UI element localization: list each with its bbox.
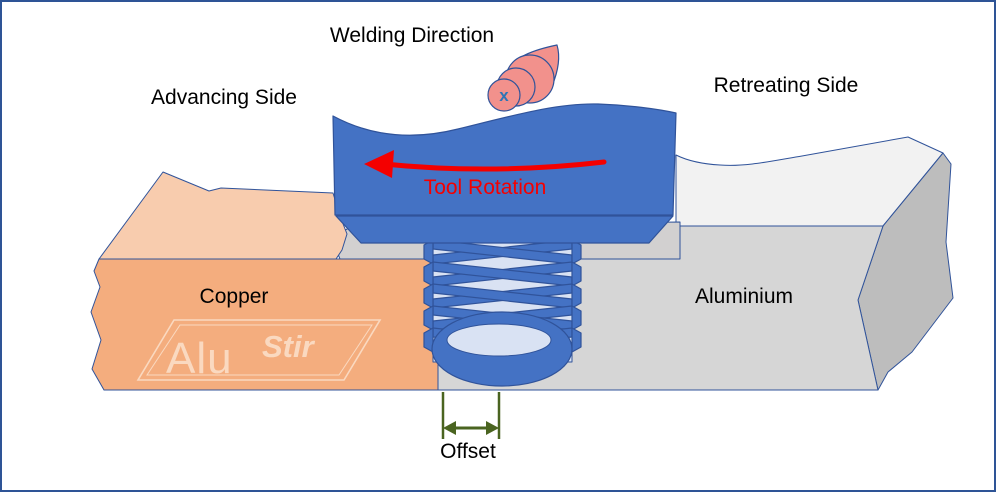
watermark-border-inner xyxy=(146,324,373,376)
watermark-text-alu: Alu xyxy=(166,334,233,383)
watermark-border-outer xyxy=(136,319,382,381)
tool-pin xyxy=(423,239,582,387)
offset-dimension: Offset xyxy=(440,392,501,463)
aluminium-top-face xyxy=(675,136,944,227)
watermark-text-stir: Stir xyxy=(262,329,316,364)
tool-collar xyxy=(335,215,674,244)
tool-rotation-label: Tool Rotation xyxy=(424,176,547,199)
copper-label: Copper xyxy=(200,285,269,308)
alustir-watermark: Alu Stir xyxy=(136,319,382,383)
copper-top-face xyxy=(98,171,348,260)
pin-tip-highlight xyxy=(446,323,552,357)
offset-arrowhead-right xyxy=(486,421,499,435)
direction-arrow-circle-front xyxy=(487,78,521,112)
tool-rotation-arrow xyxy=(381,159,607,172)
advancing-side-label: Advancing Side xyxy=(151,86,297,109)
welding-direction-arrow-icon: x xyxy=(487,44,560,112)
tool-shoulder xyxy=(332,103,677,216)
rotation-axis-marker: x xyxy=(499,86,509,105)
retreating-side-label: Retreating Side xyxy=(714,74,859,97)
aluminium-label: Aluminium xyxy=(695,285,793,308)
offset-label: Offset xyxy=(440,440,496,463)
offset-arrowhead-left xyxy=(443,421,456,435)
welding-direction-label: Welding Direction xyxy=(330,24,494,47)
tool-rotation-arrowhead xyxy=(364,150,394,178)
